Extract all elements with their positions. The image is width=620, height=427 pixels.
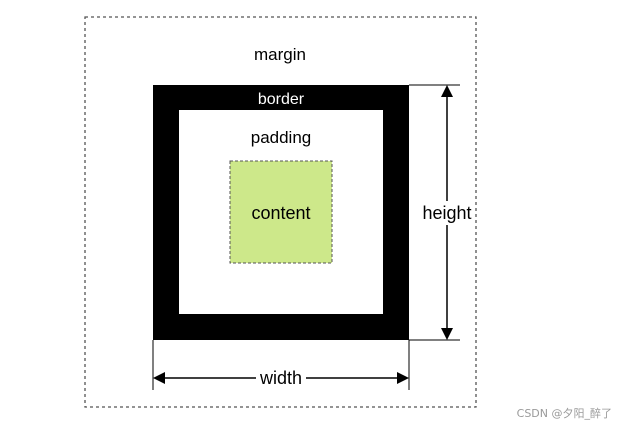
content-box [229, 160, 333, 264]
border-box [153, 85, 409, 340]
border-label: border [258, 91, 305, 108]
margin-label: margin [254, 45, 306, 64]
padding-label: padding [251, 128, 312, 147]
watermark: CSDN @夕阳_醉了 [516, 407, 612, 420]
content-label: content [251, 203, 310, 223]
width-label-background [256, 367, 306, 389]
width-label: width [259, 368, 302, 388]
height-label: height [422, 203, 471, 223]
height-label-background [420, 201, 474, 225]
